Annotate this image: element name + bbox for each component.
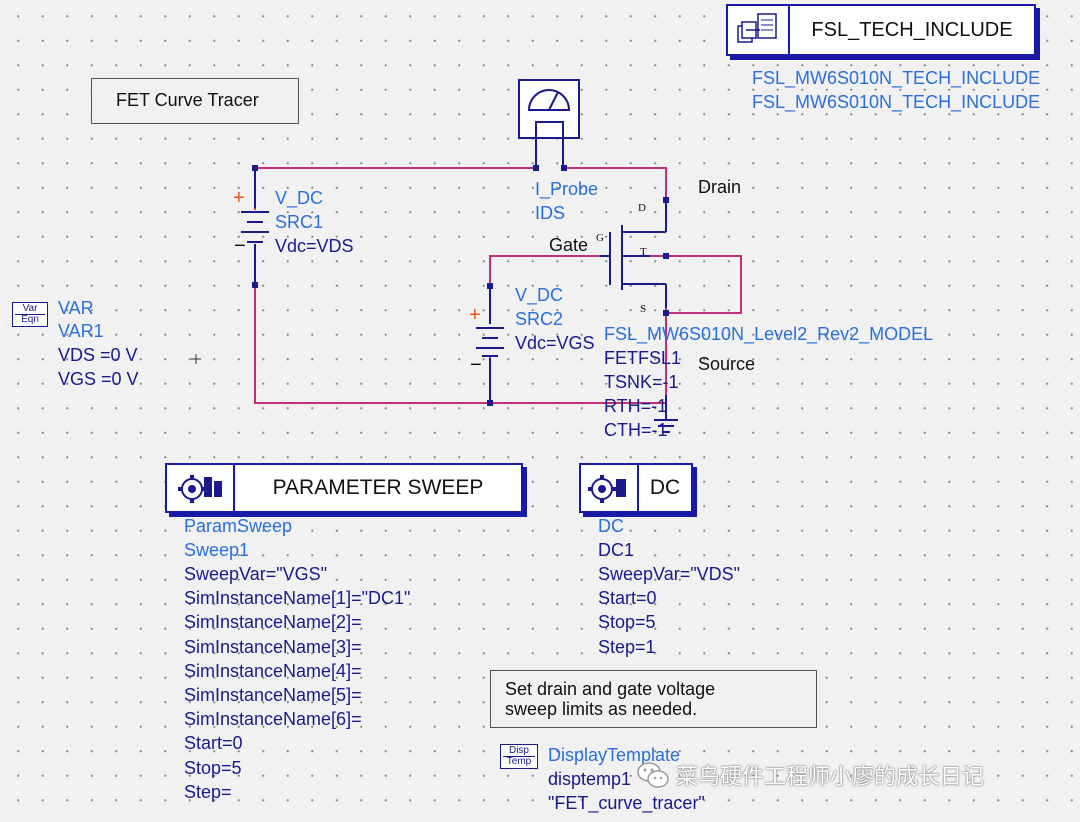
sweep-limits-note-line-1: Set drain and gate voltage bbox=[505, 679, 716, 699]
sweep-param-line-8: Start=0 bbox=[184, 733, 243, 754]
dc-type: DC bbox=[598, 516, 624, 536]
fet-pin-s: S bbox=[640, 303, 647, 315]
tech-include-line-2: FSL_MW6S010N_TECH_INCLUDE bbox=[752, 92, 1041, 112]
dc-param-line-3: Stop=5 bbox=[598, 612, 656, 633]
cursor-crosshair bbox=[191, 354, 201, 364]
dc-gear-icon bbox=[581, 465, 639, 511]
sweep-type: ParamSweep bbox=[184, 516, 293, 536]
sweep-limits-note-line-2: sweep limits as needed. bbox=[505, 699, 698, 719]
parameter-sweep-header: PARAMETER SWEEP bbox=[272, 476, 484, 499]
probe-type: I_Probe bbox=[535, 179, 599, 199]
title-note[interactable]: FET Curve Tracer bbox=[91, 78, 299, 124]
node-label-gate: Gate bbox=[549, 235, 589, 255]
var-eqn-icon[interactable]: Var Eqn bbox=[12, 302, 48, 327]
disp-icon-bottom: Temp bbox=[503, 756, 535, 767]
fet-param-rth: RTH=-1 bbox=[604, 396, 668, 416]
fet-pin-t: T bbox=[640, 246, 647, 258]
battery-src2-symbol[interactable] bbox=[476, 286, 504, 403]
ground-symbols bbox=[654, 395, 678, 433]
tech-include-header: FSL_TECH_INCLUDE bbox=[811, 18, 1013, 41]
sweep-param-line-4: SimInstanceName[3]= bbox=[184, 636, 362, 657]
fet-name: FETFSL1 bbox=[604, 348, 682, 368]
title-note-text: FET Curve Tracer bbox=[116, 90, 259, 110]
sweep-param-line-1: SweepVar="VGS" bbox=[184, 564, 328, 584]
fet-param-tsnk: TSNK=-1 bbox=[604, 372, 679, 392]
display-template-icon[interactable]: Disp Temp bbox=[500, 744, 538, 769]
var-eqn-icon-top: Var bbox=[22, 303, 38, 314]
sweep-param-line-2: SimInstanceName[1]="DC1" bbox=[184, 588, 411, 609]
display-template-value: "FET_curve_tracer" bbox=[548, 793, 705, 813]
src2-plus-sign: + bbox=[469, 304, 481, 326]
src2-param: Vdc=VGS bbox=[515, 333, 595, 353]
src2-minus-sign: − bbox=[470, 354, 482, 376]
display-template-type: DisplayTemplate bbox=[548, 745, 681, 765]
sweep-param-line-6: SimInstanceName[5]= bbox=[184, 685, 362, 705]
sweep-gear-icon bbox=[167, 465, 235, 511]
var-eqn-icon-bottom: Eqn bbox=[15, 314, 45, 325]
var-vds: VDS =0 V bbox=[58, 345, 138, 365]
wechat-icon bbox=[637, 762, 669, 788]
src2-type: V_DC bbox=[515, 285, 564, 305]
fet-pin-d: D bbox=[638, 202, 646, 214]
sweep-limits-note[interactable]: Set drain and gate voltage sweep limits … bbox=[490, 670, 817, 728]
wechat-watermark: 菜鸟硬件工程师小廖的成长日记 bbox=[636, 758, 984, 792]
sweep-name: Sweep1 bbox=[184, 540, 250, 560]
current-probe-symbol[interactable] bbox=[518, 79, 580, 168]
fet-model: FSL_MW6S010N_Level2_Rev2_MODEL bbox=[604, 324, 934, 344]
sweep-param-line-9: Stop=5 bbox=[184, 757, 242, 778]
disp-icon-top: Disp bbox=[508, 745, 529, 756]
dc-param-line-4: Step=1 bbox=[598, 636, 656, 657]
var-name: VAR1 bbox=[58, 321, 104, 341]
include-icon bbox=[728, 6, 790, 54]
dc-param-line-1: SweepVar="VDS" bbox=[598, 564, 741, 584]
fet-pin-g: G bbox=[596, 232, 604, 244]
parameter-sweep-block[interactable]: PARAMETER SWEEP bbox=[165, 463, 523, 513]
node-label-source: Source bbox=[698, 354, 756, 374]
dc-name: DC1 bbox=[598, 540, 635, 560]
probe-name: IDS bbox=[535, 203, 566, 223]
dc-header: DC bbox=[649, 476, 681, 499]
node-label-drain: Drain bbox=[698, 177, 742, 197]
var-type: VAR bbox=[58, 298, 94, 318]
dc-simulation-block[interactable]: DC bbox=[579, 463, 693, 513]
tech-include-block[interactable]: FSL_TECH_INCLUDE bbox=[726, 4, 1036, 56]
src1-minus-sign: − bbox=[234, 235, 246, 257]
display-template-name: disptemp1 bbox=[548, 769, 632, 789]
src1-plus-sign: + bbox=[233, 187, 245, 209]
watermark-text: 菜鸟硬件工程师小廖的成长日记 bbox=[676, 765, 985, 790]
dc-param-line-2: Start=0 bbox=[598, 588, 657, 609]
fet-symbol[interactable] bbox=[600, 200, 667, 308]
src1-name: SRC1 bbox=[275, 212, 324, 232]
sweep-param-line-7: SimInstanceName[6]= bbox=[184, 709, 362, 730]
src2-name: SRC2 bbox=[515, 309, 564, 329]
var-vgs: VGS =0 V bbox=[58, 369, 139, 389]
battery-src1-symbol[interactable] bbox=[241, 168, 269, 285]
tech-include-line-1: FSL_MW6S010N_TECH_INCLUDE bbox=[752, 68, 1041, 88]
wire-junctions bbox=[252, 165, 669, 406]
src1-param: Vdc=VDS bbox=[275, 236, 354, 256]
sweep-param-line-5: SimInstanceName[4]= bbox=[184, 660, 362, 681]
fet-param-cth: CTH=-1 bbox=[604, 420, 668, 440]
sweep-param-line-3: SimInstanceName[2]= bbox=[184, 612, 362, 633]
src1-type: V_DC bbox=[275, 188, 324, 208]
sweep-param-line-10: Step= bbox=[184, 781, 232, 802]
